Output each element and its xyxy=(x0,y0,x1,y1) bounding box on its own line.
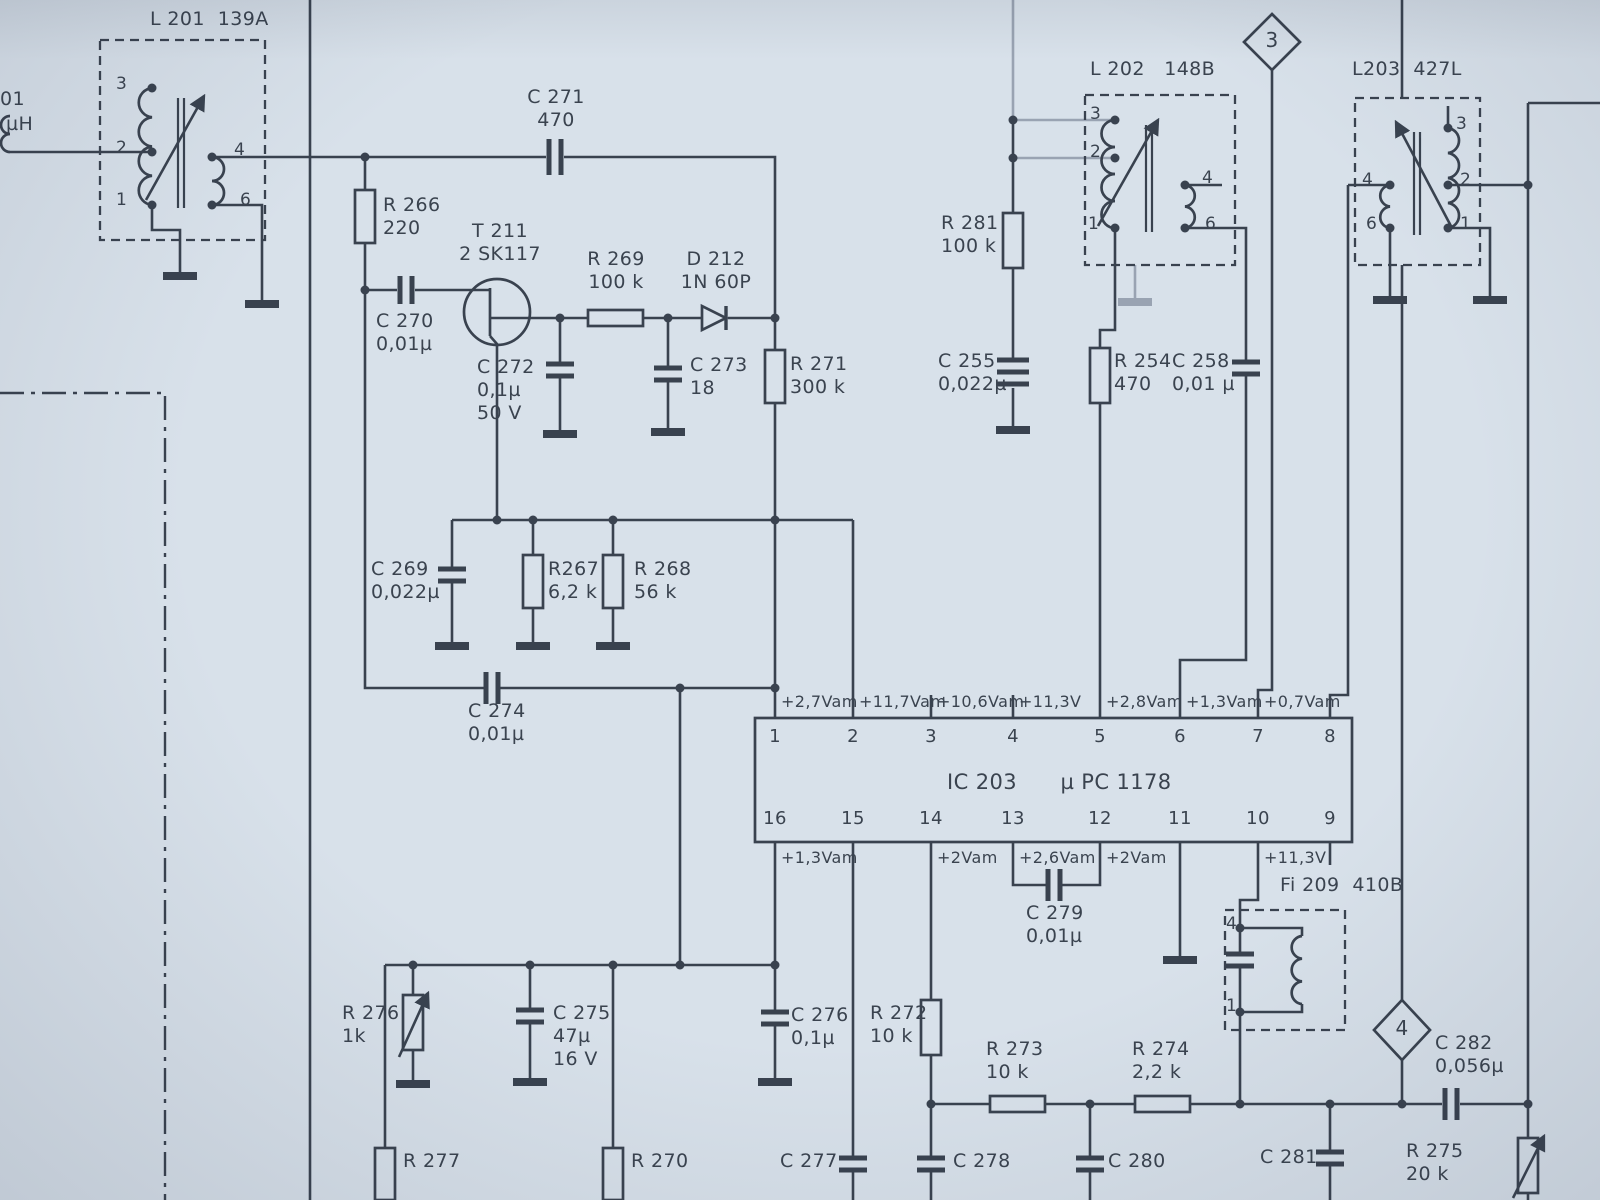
connector-diamond-4 xyxy=(1372,998,1432,1062)
coil-fi209 xyxy=(1290,934,1303,1006)
resistors xyxy=(353,188,1546,1200)
capacitor-c280 xyxy=(1076,1155,1104,1173)
ground-bar xyxy=(1118,298,1152,306)
transistor-t211 xyxy=(462,277,532,347)
ground-bar xyxy=(513,1078,547,1086)
trimmer-arrow-icon xyxy=(1511,1133,1546,1199)
transformer-l201 xyxy=(0,38,267,242)
capacitor-c275 xyxy=(516,1007,544,1025)
diode-d212 xyxy=(700,303,730,333)
ground-bar xyxy=(543,430,577,438)
resistor-r274 xyxy=(1133,1094,1192,1114)
ground-bar xyxy=(996,426,1030,434)
capacitor-c281 xyxy=(1316,1149,1344,1167)
ground-bar xyxy=(758,1078,792,1086)
capacitor-c258 xyxy=(1232,359,1260,377)
capacitor-c269 xyxy=(438,566,466,584)
capacitor-c270 xyxy=(397,276,415,304)
resistor-r269 xyxy=(586,308,645,328)
ic203-body xyxy=(753,716,1354,844)
resistor-r273 xyxy=(988,1094,1047,1114)
capacitor-c271 xyxy=(546,139,564,175)
capacitor-c279 xyxy=(1045,869,1063,901)
resistor-r267 xyxy=(521,553,545,610)
ground-bar xyxy=(596,642,630,650)
resistor-r271 xyxy=(763,348,787,405)
ground-bar xyxy=(245,300,279,308)
capacitor-c276 xyxy=(761,1009,789,1027)
capacitor-c282 xyxy=(1442,1088,1460,1120)
ground-bar xyxy=(651,428,685,436)
trimmer-arrow-icon xyxy=(397,990,430,1058)
ground-bar xyxy=(163,272,197,280)
capacitor-c277 xyxy=(839,1155,867,1173)
resistor-r275 xyxy=(1516,1136,1540,1195)
ground-bar xyxy=(1373,296,1407,304)
resistor-r277 xyxy=(373,1146,397,1200)
capacitor-c255 xyxy=(997,357,1029,387)
ground-bar xyxy=(1473,296,1507,304)
ground-bar xyxy=(516,642,550,650)
ground-bar xyxy=(435,642,469,650)
tuning-arrow-icon xyxy=(1394,119,1454,229)
resistor-r281 xyxy=(1001,211,1025,270)
capacitor-c273 xyxy=(654,365,682,383)
interconnect-wires xyxy=(10,70,1530,1200)
tuning-arrow-icon xyxy=(144,93,206,201)
capacitor-c272 xyxy=(546,361,574,379)
resistor-r276 xyxy=(401,993,425,1052)
input-coil xyxy=(0,114,11,154)
capacitor-fi209 xyxy=(1226,951,1254,969)
resistor-r254 xyxy=(1088,346,1112,405)
filter-fi209 xyxy=(1223,908,1347,1032)
connector-diamond-3 xyxy=(1242,12,1302,72)
resistor-r270 xyxy=(601,1146,625,1200)
capacitor-c278 xyxy=(917,1155,945,1173)
capacitors xyxy=(397,139,1460,1173)
resistor-r266 xyxy=(353,188,377,245)
transformer-l202 xyxy=(1083,93,1237,267)
resistor-r272 xyxy=(919,998,943,1057)
ground-bar xyxy=(1163,956,1197,964)
transformer-l203 xyxy=(1353,96,1482,267)
tuning-arrow-icon xyxy=(1096,117,1160,227)
junction-dots xyxy=(147,83,1533,1109)
ground-bar xyxy=(396,1080,430,1088)
capacitor-c274 xyxy=(483,672,501,704)
ground-symbols xyxy=(163,272,1507,1088)
resistor-r268 xyxy=(601,553,625,610)
